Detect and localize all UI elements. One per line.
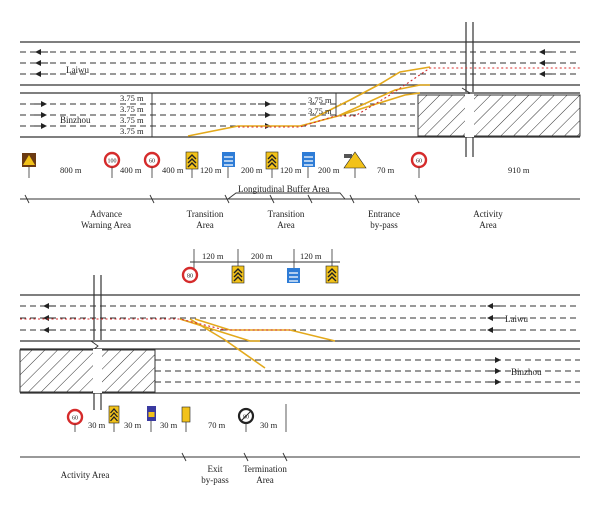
svg-text:30 m: 30 m <box>260 420 278 430</box>
svg-text:30 m: 30 m <box>88 420 106 430</box>
laiwu-label-bottom: Laiwu <box>505 314 528 324</box>
lane-width-1: 3.75 m <box>120 93 144 103</box>
bottom-area-divider-line <box>20 452 580 462</box>
end-speed-limit-sign-icon: 80 <box>237 407 255 425</box>
svg-text:800 m: 800 m <box>60 165 82 175</box>
end-sign-icon <box>181 406 191 423</box>
svg-text:by-pass: by-pass <box>370 220 398 230</box>
chevron-sign-icon-2 <box>265 151 279 170</box>
arrow-warning-sign-icon <box>343 151 367 169</box>
svg-text:400 m: 400 m <box>120 165 142 175</box>
bottom-road-section <box>19 275 580 410</box>
svg-text:200 m: 200 m <box>251 251 273 261</box>
svg-text:Warning Area: Warning Area <box>81 220 131 230</box>
svg-text:30 m: 30 m <box>160 420 178 430</box>
svg-text:Exit: Exit <box>208 464 223 474</box>
speed-limit-60-sign-icon-2: 60 <box>410 151 428 169</box>
lane-shift-sign-icon-3 <box>287 268 300 283</box>
laiwu-label-top: Laiwu <box>66 65 89 75</box>
svg-text:80: 80 <box>187 274 193 280</box>
top-signs: 100 60 60 <box>22 151 428 170</box>
speed-limit-60-sign-icon-3: 60 <box>66 408 84 426</box>
bottom-upper-signs: 80 <box>181 265 339 284</box>
lane-width-2: 3.75 m <box>120 104 144 114</box>
bottom-area-labels: Activity Area Exit by-pass Termination A… <box>61 464 288 485</box>
svg-text:120 m: 120 m <box>202 251 224 261</box>
svg-text:Termination: Termination <box>243 464 287 474</box>
svg-text:Activity Area: Activity Area <box>61 470 110 480</box>
shift-width-2: 3.75 m <box>308 106 332 116</box>
svg-text:100: 100 <box>108 159 117 165</box>
svg-text:120 m: 120 m <box>200 165 222 175</box>
svg-text:60: 60 <box>72 416 78 422</box>
svg-text:Area: Area <box>479 220 497 230</box>
lane-width-4: 3.75 m <box>120 126 144 136</box>
activity-area-hatch <box>417 94 581 137</box>
svg-text:400 m: 400 m <box>162 165 184 175</box>
svg-text:Entrance: Entrance <box>368 209 400 219</box>
svg-text:60: 60 <box>416 159 422 165</box>
chevron-sign-icon-3 <box>231 265 245 284</box>
bottom-distance-labels: 30 m 30 m 30 m 70 m 30 m <box>74 404 287 432</box>
binzhou-label-top: Binzhou <box>60 115 91 125</box>
chevron-sign-icon-5 <box>108 405 120 424</box>
work-ahead-sign-icon <box>147 406 156 421</box>
lane-width-3: 3.75 m <box>120 115 144 125</box>
svg-text:Advance: Advance <box>90 209 122 219</box>
activity-area-hatch-bottom <box>19 349 156 393</box>
svg-text:120 m: 120 m <box>300 251 322 261</box>
lane-width-labels: 3.75 m 3.75 m 3.75 m 3.75 m 3.75 m 3.75 … <box>120 93 332 136</box>
lane-shift-sign-icon <box>222 152 235 167</box>
top-road-section <box>20 22 581 157</box>
chevron-sign-icon-4 <box>325 265 339 284</box>
svg-text:Transition: Transition <box>187 209 224 219</box>
top-area-divider-line <box>20 167 580 204</box>
svg-text:Activity: Activity <box>473 209 503 219</box>
svg-text:120 m: 120 m <box>280 165 302 175</box>
svg-text:200 m: 200 m <box>241 165 263 175</box>
svg-text:30 m: 30 m <box>124 420 142 430</box>
svg-text:80: 80 <box>243 415 249 421</box>
svg-text:70 m: 70 m <box>377 165 395 175</box>
buffer-area-label: Longitudinal Buffer Area <box>238 184 329 194</box>
speed-limit-100-sign-icon: 100 <box>103 151 121 169</box>
lane-shift-sign-icon-2 <box>302 152 315 167</box>
svg-text:Area: Area <box>277 220 295 230</box>
svg-text:910 m: 910 m <box>508 165 530 175</box>
speed-limit-80-sign-icon: 80 <box>181 266 199 284</box>
svg-text:Transition: Transition <box>268 209 305 219</box>
svg-text:Area: Area <box>196 220 214 230</box>
binzhou-label-bottom: Binzhou <box>511 367 542 377</box>
speed-limit-60-sign-icon: 60 <box>143 151 161 169</box>
shift-width-1: 3.75 m <box>308 95 332 105</box>
svg-text:200 m: 200 m <box>318 165 340 175</box>
warning-sign-icon <box>22 153 36 167</box>
top-distance-labels: 800 m 400 m 400 m 120 m 200 m 120 m 200 … <box>60 165 530 175</box>
svg-text:70 m: 70 m <box>208 420 226 430</box>
svg-text:by-pass: by-pass <box>201 475 229 485</box>
svg-text:Area: Area <box>256 475 274 485</box>
svg-text:60: 60 <box>149 159 155 165</box>
bottom-upper-distances: 120 m 200 m 120 m <box>190 249 340 268</box>
top-area-labels: Advance Warning Area Transition Area Tra… <box>81 209 503 230</box>
chevron-sign-icon <box>185 151 199 170</box>
